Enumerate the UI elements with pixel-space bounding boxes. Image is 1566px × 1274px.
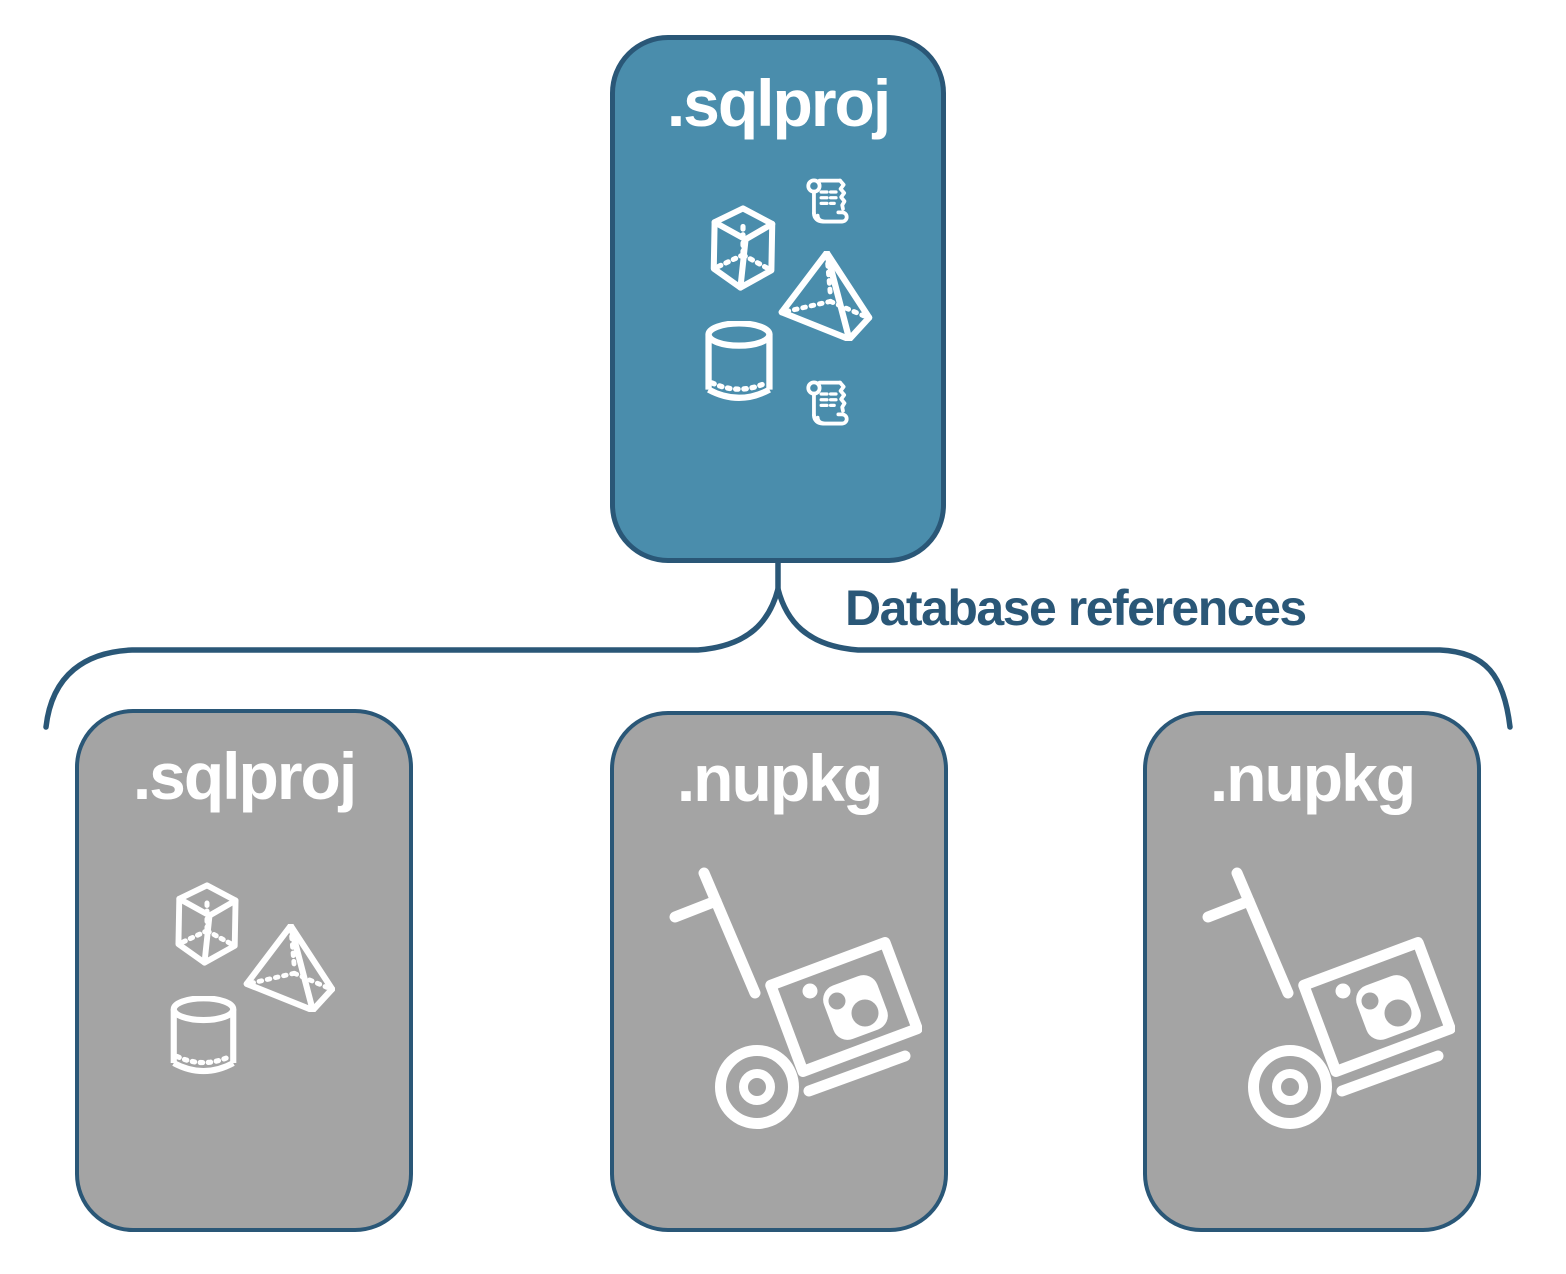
scroll-icon: [800, 378, 854, 434]
connector-label: Database references: [845, 580, 1307, 636]
cube-icon: [700, 203, 786, 293]
root-box-title: .sqlproj: [666, 66, 891, 140]
pyramid-icon: [775, 251, 875, 341]
cube-icon: [165, 880, 249, 968]
cylinder-icon: [705, 321, 773, 408]
cylinder-icon: [170, 996, 237, 1081]
child-box-title: .sqlproj: [132, 739, 357, 813]
pyramid-icon: [243, 924, 335, 1012]
root-box-sqlproj: .sqlproj: [610, 35, 946, 563]
nuget-dolly-icon: [662, 865, 922, 1135]
scroll-icon: [800, 176, 854, 232]
child-box-nupkg-1: .nupkg: [610, 711, 948, 1232]
child-box-sqlproj: .sqlproj: [75, 709, 413, 1232]
child-box-nupkg-2: .nupkg: [1143, 711, 1481, 1232]
child-box-title: .nupkg: [1209, 741, 1416, 815]
child-box-title: .nupkg: [676, 741, 883, 815]
nuget-dolly-icon: [1195, 865, 1455, 1135]
